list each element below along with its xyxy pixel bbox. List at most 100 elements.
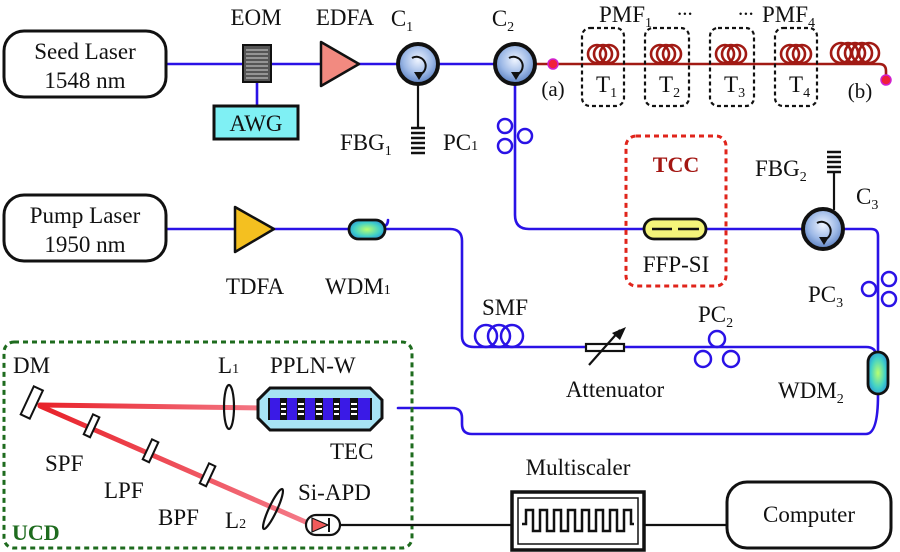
t1-zone-box[interactable] <box>580 26 626 108</box>
multiscaler-pulse-icon <box>522 508 634 533</box>
eom-stripes <box>246 49 268 79</box>
t4-zone-box[interactable] <box>773 26 819 108</box>
c1-rotation-arrow-icon <box>411 55 427 75</box>
wdm1-coupler-icon <box>347 218 387 241</box>
fiber-c3-to-wdm2 <box>835 227 880 352</box>
point-a-marker[interactable] <box>547 58 559 70</box>
pc1-label: PC1 <box>443 130 478 155</box>
tcc-chamber[interactable]: TCC FFP-SI <box>624 134 728 288</box>
ffp-si[interactable]: FFP-SI <box>642 217 709 277</box>
edfa-label: EDFA <box>316 5 375 30</box>
attenuator-arrowhead-icon <box>612 327 626 340</box>
point-a-label: (a) <box>541 77 564 101</box>
wdm2-coupler-icon <box>866 350 890 396</box>
pc2-paddles-icon <box>693 329 741 369</box>
fiber-wdm2-to-ppln <box>396 393 880 436</box>
attenuator[interactable]: Attenuator <box>566 327 665 402</box>
t3-coil-icon <box>714 43 748 65</box>
computer[interactable]: Computer <box>725 480 893 550</box>
seed-laser[interactable]: Seed Laser 1548 nm <box>2 29 168 99</box>
pc3[interactable]: PC3 <box>808 270 898 311</box>
pump-laser-label: Pump Laser <box>30 203 141 228</box>
attenuator-label: Attenuator <box>566 377 665 402</box>
fbg2-label: FBG2 <box>755 156 807 185</box>
tdfa-label: TDFA <box>226 274 285 299</box>
tdfa[interactable]: TDFA <box>226 205 285 299</box>
smf-coil-icon <box>473 323 525 349</box>
c1-arrowhead-icon <box>414 72 424 80</box>
c2-label: C2 <box>492 6 514 35</box>
spf-label: SPF <box>45 451 83 476</box>
dm-label: DM <box>13 353 50 378</box>
multiscaler[interactable]: Multiscaler <box>510 455 646 552</box>
wdm1[interactable]: WDM1 <box>325 218 391 299</box>
pc1[interactable]: PC1 <box>443 117 534 155</box>
pc2-label: PC2 <box>698 302 733 331</box>
temperature-zone-t4[interactable]: T4 <box>773 26 819 108</box>
wdm2[interactable]: WDM2 <box>778 350 890 407</box>
ffp-si-label: FFP-SI <box>643 252 709 277</box>
lpf-label: LPF <box>104 478 144 503</box>
circulator-c2[interactable]: C2 <box>492 6 537 86</box>
pump-laser-wavelength: 1950 nm <box>44 232 125 257</box>
ppln-label: PPLN-W <box>270 353 356 378</box>
seed-laser-box[interactable] <box>2 29 168 99</box>
eom-modulator-icon <box>242 44 272 83</box>
ucd-module[interactable]: UCD DM L1 PPLN-W TEC SPF LPF <box>2 340 414 550</box>
pump-laser[interactable]: Pump Laser 1950 nm <box>2 193 168 263</box>
point-b-marker[interactable] <box>880 74 892 86</box>
t1-label: T1 <box>596 72 617 101</box>
ucd-label: UCD <box>12 520 60 545</box>
fiber-wdm1-to-wdm2 <box>383 227 878 358</box>
c3-label: C3 <box>856 184 878 213</box>
t1-coil-icon <box>586 43 620 65</box>
smf[interactable]: SMF <box>473 295 528 349</box>
temperature-zone-t1[interactable]: T1 <box>580 26 626 108</box>
fiber-c2-to-c3 <box>513 78 810 231</box>
temperature-zone-t2[interactable]: T2 <box>643 26 691 108</box>
t2-zone-box[interactable] <box>643 26 691 108</box>
edfa[interactable]: EDFA <box>316 5 375 88</box>
c3-circulator-icon <box>801 207 845 251</box>
pump-laser-box[interactable] <box>2 193 168 263</box>
smf-label: SMF <box>482 295 528 320</box>
ppln-domains <box>281 403 357 415</box>
pmf-line <box>530 62 888 76</box>
temperature-zone-t3[interactable]: T3 <box>708 26 756 108</box>
fbg2[interactable]: FBG2 <box>755 150 841 210</box>
eom[interactable]: EOM <box>230 5 282 83</box>
pmf-fiber-end <box>878 62 888 76</box>
pc3-paddles-icon <box>860 270 898 308</box>
beam-horizontal <box>37 402 271 411</box>
tdfa-amplifier-icon <box>233 205 276 254</box>
tcc-border[interactable] <box>624 134 728 288</box>
c3-rotation-arrow-icon <box>816 220 832 240</box>
t4-coil-icon <box>779 43 813 65</box>
computer-box[interactable] <box>725 480 893 550</box>
t2-label: T2 <box>659 72 680 101</box>
computer-label: Computer <box>763 502 855 527</box>
pmf1-label: PMF1 <box>599 2 652 31</box>
circulator-c3[interactable]: C3 <box>801 184 878 251</box>
pmf-tail-coil-icon <box>829 41 881 65</box>
awg-box[interactable] <box>212 104 300 141</box>
bpf-filter-icon <box>198 462 217 488</box>
si-apd-diode-icon <box>311 517 330 533</box>
l1-label: L1 <box>218 353 239 378</box>
l2-lens-icon <box>261 487 285 531</box>
awg[interactable]: AWG <box>212 104 300 141</box>
t3-zone-box[interactable] <box>708 26 756 108</box>
si-apd-label: Si-APD <box>298 480 371 505</box>
pc2[interactable]: PC2 <box>693 302 741 369</box>
point-a[interactable]: (a) <box>541 58 565 101</box>
bpf-label: BPF <box>158 505 199 530</box>
point-b[interactable]: (b) <box>848 74 892 103</box>
ucd-border[interactable] <box>2 340 414 550</box>
fbg1[interactable]: FBG1 <box>340 126 425 159</box>
ellipsis-1: ... <box>677 0 693 20</box>
wdm1-label: WDM1 <box>325 274 391 299</box>
circulator-c1[interactable]: C1 <box>391 6 440 127</box>
pc3-label: PC3 <box>808 282 843 311</box>
fbg2-grating-icon <box>827 150 841 174</box>
